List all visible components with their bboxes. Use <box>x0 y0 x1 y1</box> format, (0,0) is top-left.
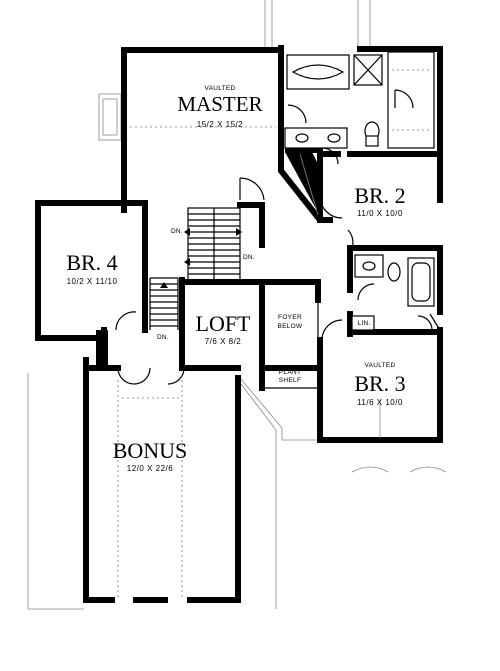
stairs <box>149 207 242 330</box>
master-name: MASTER <box>177 92 263 116</box>
br3-name: BR. 3 <box>354 371 406 396</box>
stair-down-label-1: DN. <box>170 228 184 235</box>
hall-vanity <box>354 254 384 278</box>
loft-name: LOFT <box>195 311 251 336</box>
master-vanity <box>284 127 348 149</box>
bath-fixtures <box>284 51 435 331</box>
doors <box>115 89 441 385</box>
linen-closet <box>351 315 375 331</box>
br4-dims: 10/2 X 11/10 <box>66 277 118 286</box>
foyer-label-line1: FOYER <box>278 314 302 321</box>
linen-label: LIN. <box>357 320 371 327</box>
master-vaulted-note: VAULTED <box>204 85 236 92</box>
stair-down-label-2: DN. <box>242 254 256 261</box>
bonus-dims: 12/0 X 22/6 <box>126 464 174 473</box>
stair-down-label-3: DN. <box>156 334 170 341</box>
plant-shelf-line1: PLANT <box>278 369 302 376</box>
master-tub <box>286 54 350 90</box>
br2-dims: 11/0 X 10/0 <box>357 209 403 218</box>
plant-shelf-line2: SHELF <box>278 377 302 384</box>
br2-name: BR. 2 <box>354 183 406 208</box>
thin-lines <box>117 49 381 598</box>
closet-hatch <box>285 152 322 220</box>
hall-toilet <box>387 262 401 282</box>
foyer-label-line2: BELOW <box>277 323 303 330</box>
br3-vaulted-note: VAULTED <box>364 362 396 369</box>
loft-dims: 7/6 X 8/2 <box>204 337 242 346</box>
master-dims: 15/2 X 15/2 <box>196 120 244 129</box>
br3-dims: 11/6 X 10/0 <box>357 398 403 407</box>
bonus-name: BONUS <box>112 438 188 463</box>
br4-name: BR. 4 <box>66 250 118 275</box>
